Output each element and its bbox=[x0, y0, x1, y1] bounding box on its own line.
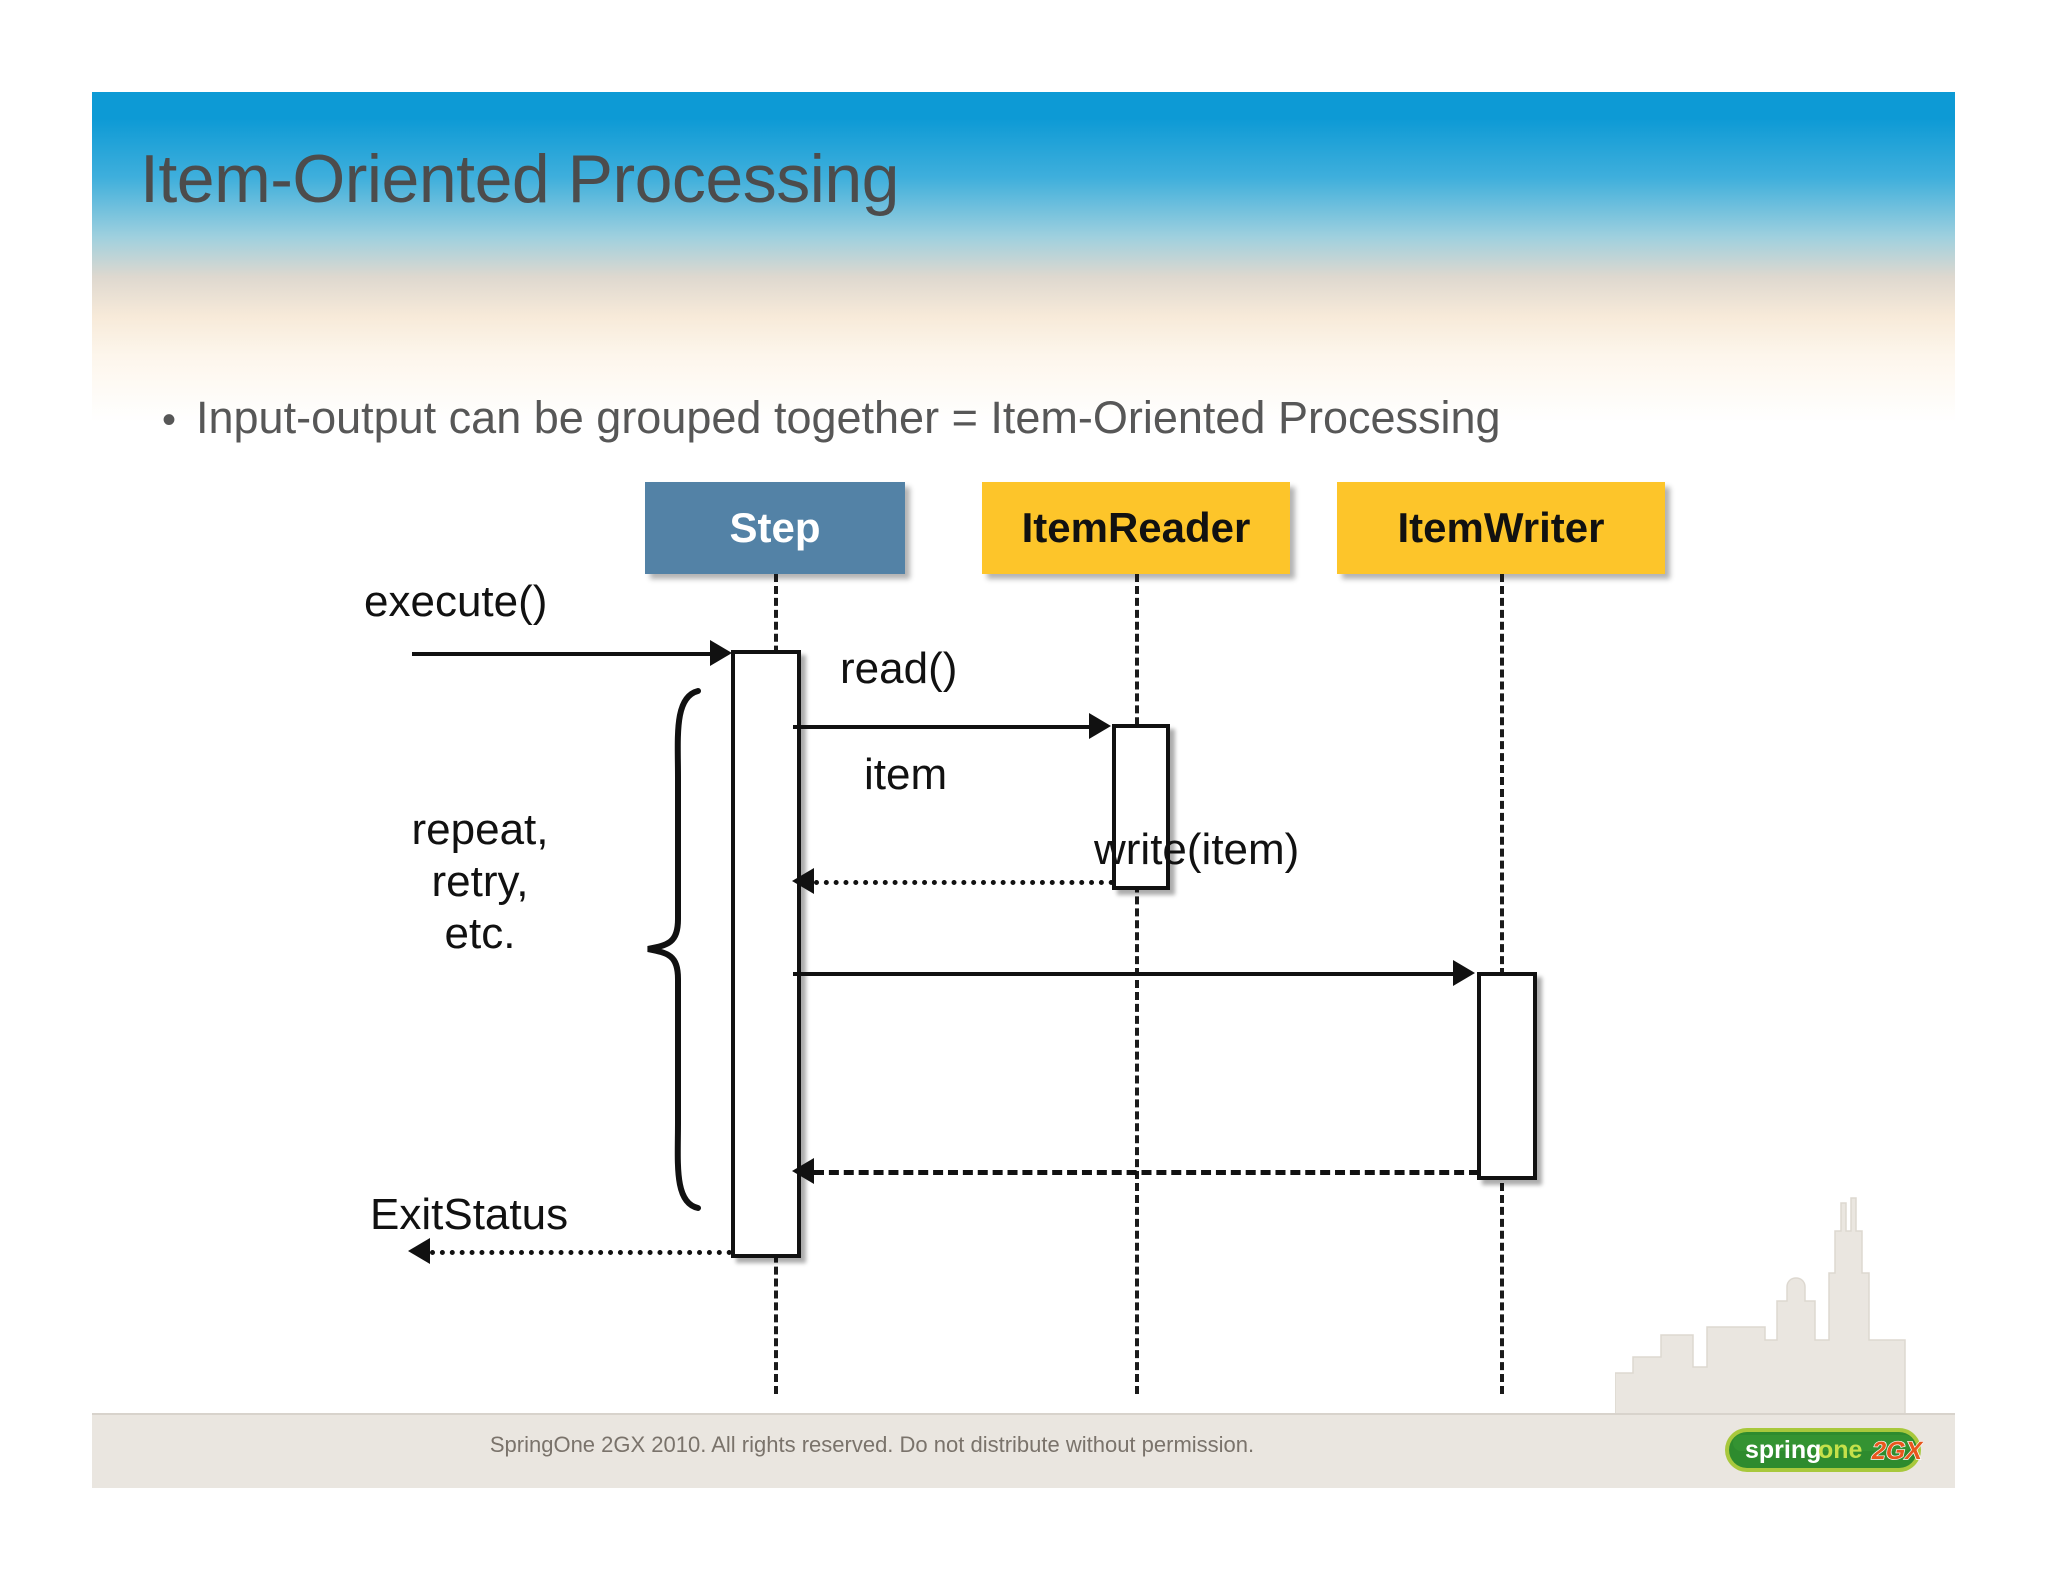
loop-annotation: repeat, retry, etc. bbox=[350, 804, 610, 960]
message-line-writer-return bbox=[814, 1170, 1479, 1175]
footer-band: SpringOne 2GX 2010. All rights reserved.… bbox=[92, 1413, 1955, 1488]
participant-box-itemreader: ItemReader bbox=[982, 482, 1290, 574]
activation-bar-itemwriter bbox=[1477, 972, 1537, 1180]
message-arrowhead-item bbox=[792, 868, 814, 894]
participant-label-step: Step bbox=[729, 504, 821, 551]
sequence-diagram: Step ItemReader ItemWriter execute() rea… bbox=[92, 482, 1955, 1394]
message-line-execute bbox=[412, 652, 712, 656]
bullet-item-text: Input-output can be grouped together = I… bbox=[196, 392, 1501, 443]
slide-canvas: Item-Oriented Processing • Input-output … bbox=[92, 92, 1955, 1488]
loop-annotation-line-2: retry, bbox=[431, 856, 529, 906]
message-arrowhead-execute bbox=[710, 640, 732, 666]
activation-bar-itemreader bbox=[1112, 724, 1170, 890]
logo-text-one: one bbox=[1818, 1436, 1863, 1464]
message-arrowhead-exitstatus bbox=[408, 1238, 430, 1264]
chicago-skyline-graphic bbox=[1615, 1197, 1906, 1415]
message-line-read bbox=[793, 725, 1091, 729]
message-line-write bbox=[793, 972, 1455, 976]
message-arrowhead-write bbox=[1453, 960, 1475, 986]
message-label-exitstatus: ExitStatus bbox=[370, 1190, 569, 1239]
message-line-item bbox=[814, 880, 1114, 885]
message-label-write: write(item) bbox=[1094, 825, 1300, 874]
loop-annotation-line-3: etc. bbox=[444, 908, 516, 958]
loop-annotation-line-1: repeat, bbox=[411, 805, 549, 854]
springone-2gx-logo: spring one 2GX bbox=[1725, 1428, 1923, 1472]
participant-box-itemwriter: ItemWriter bbox=[1337, 482, 1665, 574]
lifeline-itemreader bbox=[1135, 574, 1139, 1394]
bullet-list: • Input-output can be grouped together =… bbox=[142, 392, 1842, 444]
logo-badge-2gx: 2GX bbox=[1869, 1437, 1923, 1465]
message-label-item: item bbox=[864, 750, 948, 799]
message-line-exitstatus bbox=[430, 1250, 732, 1255]
bullet-marker: • bbox=[161, 398, 176, 442]
participant-box-step: Step bbox=[645, 482, 905, 574]
participant-label-itemwriter: ItemWriter bbox=[1397, 504, 1605, 551]
loop-brace-icon bbox=[647, 688, 701, 1211]
page-title: Item-Oriented Processing bbox=[140, 141, 899, 217]
footer-copyright-text: SpringOne 2GX 2010. All rights reserved.… bbox=[489, 1432, 1255, 1457]
message-label-execute: execute() bbox=[364, 577, 548, 626]
header-gradient-band bbox=[92, 92, 1955, 422]
message-arrowhead-read bbox=[1089, 713, 1111, 739]
message-label-read: read() bbox=[840, 644, 958, 693]
message-arrowhead-writer-return bbox=[792, 1158, 814, 1184]
logo-text-spring: spring bbox=[1745, 1436, 1821, 1464]
activation-bar-step bbox=[731, 650, 801, 1258]
participant-label-itemreader: ItemReader bbox=[1021, 504, 1251, 551]
